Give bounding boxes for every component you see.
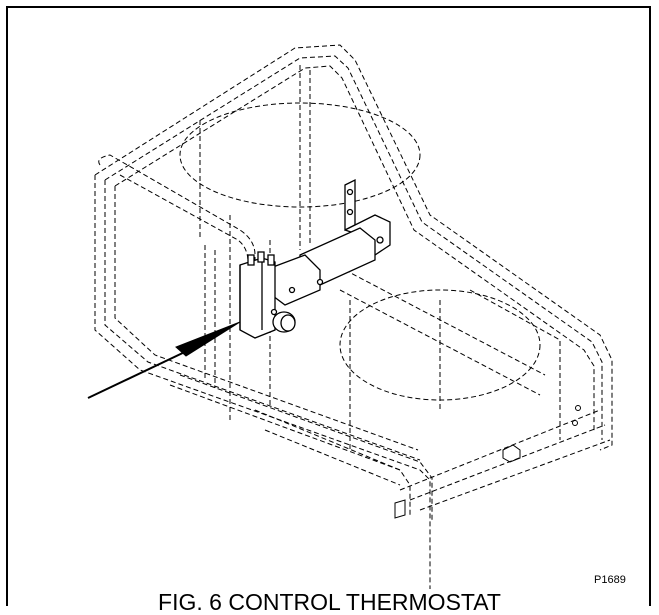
figure-caption-text: FIG. 6 CONTROL THERMOSTAT [148, 589, 511, 615]
figure-reference-code: P1689 [594, 574, 626, 586]
hardware-details [394, 405, 581, 519]
control-thermostat [239, 251, 296, 339]
oven-cavity-outline [94, 44, 613, 600]
figure-frame [6, 6, 651, 606]
mounting-bracket [264, 178, 391, 306]
pointer-arrow [87, 321, 241, 399]
